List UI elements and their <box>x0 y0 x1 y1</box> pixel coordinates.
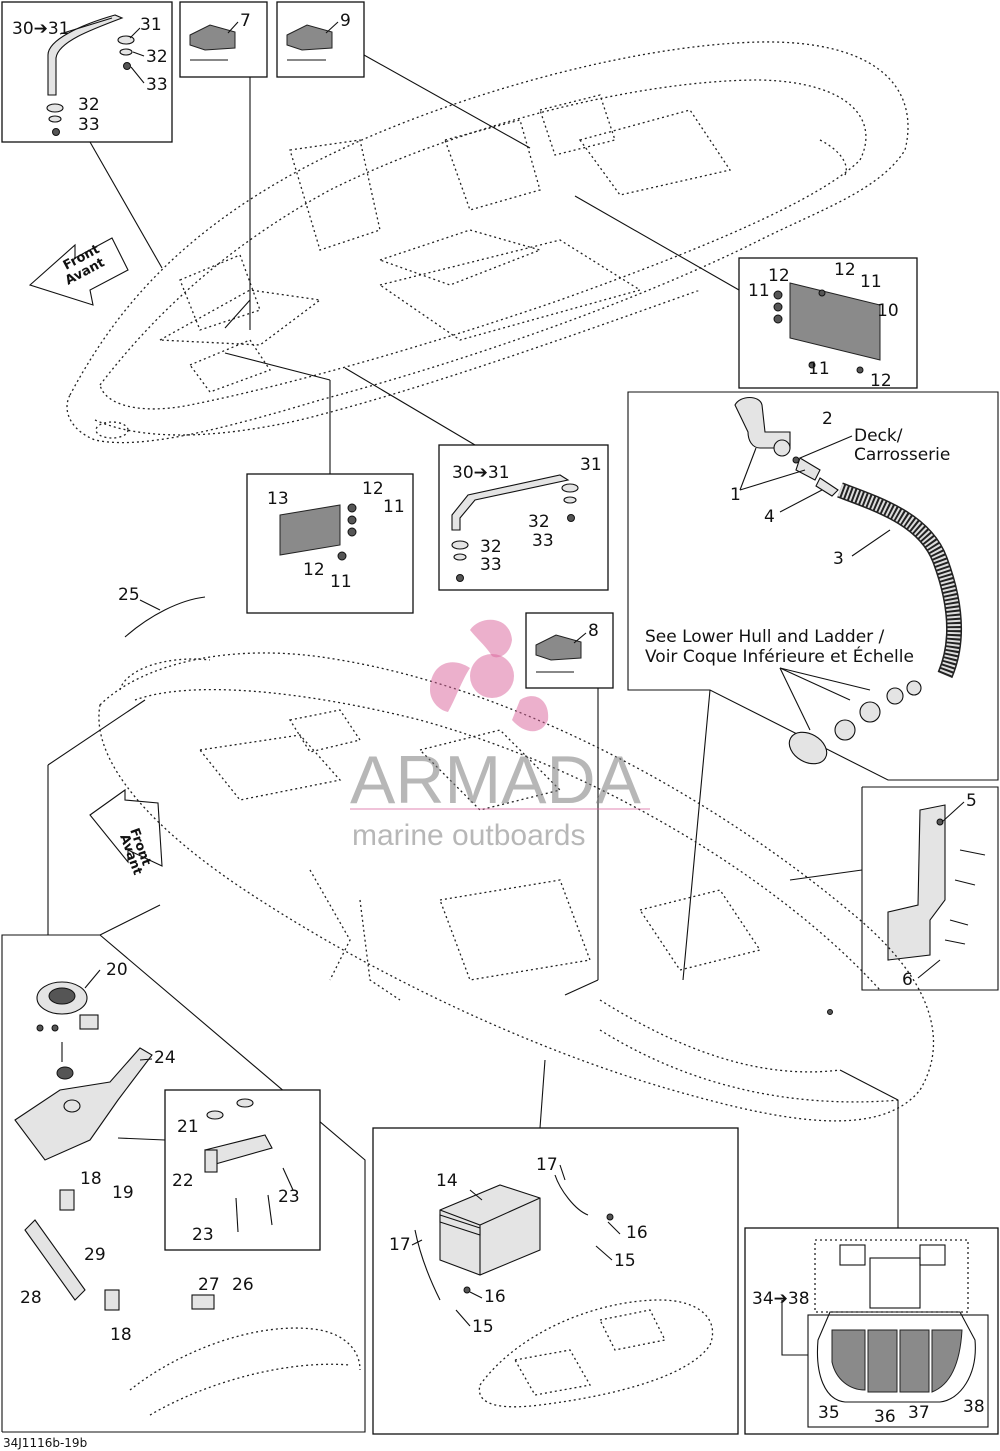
callout-23-b: 23 <box>192 1225 214 1245</box>
deck-upper-drawing <box>66 41 909 444</box>
callout-9: 9 <box>340 11 351 31</box>
callout-35: 35 <box>818 1403 840 1423</box>
callout-17-a: 17 <box>536 1155 558 1175</box>
callout-18-b: 18 <box>110 1325 132 1345</box>
callout-23-a: 23 <box>278 1187 300 1207</box>
detail-box-9: 9 <box>276 1 365 78</box>
callout-28: 28 <box>20 1288 42 1308</box>
callout-33-d: 33 <box>480 555 502 575</box>
front-arrow-upper: Front Avant <box>28 237 129 306</box>
callout-11-b: 11 <box>860 272 882 292</box>
watermark-brand: ARMADA <box>350 742 642 818</box>
callout-15-a: 15 <box>614 1251 636 1271</box>
callout-15-b: 15 <box>472 1317 494 1337</box>
callout-12-c: 12 <box>870 371 892 391</box>
callout-14: 14 <box>436 1171 458 1191</box>
callout-11-d: 11 <box>383 497 405 517</box>
watermark: ARMADA marine outboards <box>350 619 650 852</box>
callout-34-38: 34➔38 <box>752 1289 810 1309</box>
callout-32-d: 32 <box>480 537 502 557</box>
detail-box-handrail-lower: 30➔31 31 32 33 32 33 <box>438 444 609 591</box>
callout-6: 6 <box>902 970 913 990</box>
callout-17-b: 17 <box>389 1235 411 1255</box>
detail-box-handrail-upper: 30➔31 31 32 33 32 33 <box>1 1 173 143</box>
detail-box-side-panel: 5 6 <box>861 786 999 991</box>
detail-box-net-10: 12 11 12 11 10 11 12 <box>738 257 918 391</box>
callout-22: 22 <box>172 1171 194 1191</box>
callout-16-b: 16 <box>484 1287 506 1307</box>
detail-box-8: 8 <box>525 612 614 689</box>
callout-30-31-b: 30➔31 <box>452 463 510 483</box>
callout-12-e: 12 <box>303 560 325 580</box>
detail-box-swim-platform: 34➔38 35 36 37 38 <box>744 1227 999 1435</box>
callout-19: 19 <box>112 1183 134 1203</box>
watermark-tagline: marine outboards <box>352 819 585 852</box>
callout-11-a: 11 <box>748 281 770 301</box>
callout-31-a: 31 <box>140 15 162 35</box>
callout-32-b: 32 <box>78 95 100 115</box>
callout-27: 27 <box>198 1275 220 1295</box>
note-see-lower-hull: See Lower Hull and Ladder / <box>645 627 885 647</box>
callout-13: 13 <box>267 489 289 509</box>
callout-16-a: 16 <box>626 1223 648 1243</box>
callout-8: 8 <box>588 621 599 641</box>
callout-33-c: 33 <box>532 531 554 551</box>
callout-25: 25 <box>118 585 140 605</box>
deck-lower-drawing <box>98 652 934 1122</box>
callout-11-e: 11 <box>330 572 352 592</box>
callout-36: 36 <box>874 1407 896 1427</box>
callout-38: 38 <box>963 1397 985 1417</box>
callout-20: 20 <box>106 960 128 980</box>
note-voir-coque: Voir Coque Inférieure et Échelle <box>645 645 914 667</box>
callout-30-31-a: 30➔31 <box>12 19 70 39</box>
callout-10: 10 <box>877 301 899 321</box>
callout-12-b: 12 <box>834 260 856 280</box>
callout-11-c: 11 <box>808 359 830 379</box>
callout-29: 29 <box>84 1245 106 1265</box>
detail-box-7: 7 <box>179 1 268 78</box>
callout-1: 1 <box>730 485 741 505</box>
callout-32-c: 32 <box>528 512 550 532</box>
detail-box-net-13: 13 12 11 12 11 <box>246 473 414 614</box>
callout-2: 2 <box>822 409 833 429</box>
note-carrosserie: Carrosserie <box>854 445 950 465</box>
callout-33-a: 33 <box>146 75 168 95</box>
callout-24: 24 <box>154 1048 176 1068</box>
callout-26: 26 <box>232 1275 254 1295</box>
callout-4: 4 <box>764 507 775 527</box>
callout-12-d: 12 <box>362 479 384 499</box>
callout-12-a: 12 <box>768 266 790 286</box>
callout-5: 5 <box>966 791 977 811</box>
detail-box-latch: 21 22 23 23 <box>164 1089 321 1251</box>
note-deck: Deck/ <box>854 426 903 446</box>
callout-18-a: 18 <box>80 1169 102 1189</box>
callout-32-a: 32 <box>146 47 168 67</box>
detail-box-cooler: 14 17 16 15 17 16 15 <box>372 1127 739 1435</box>
callout-33-b: 33 <box>78 115 100 135</box>
detail-box-drain: 2 1 4 3 Deck/ Carrosserie See Lower Hull… <box>627 391 999 781</box>
detail-box-speaker-panel: 20 24 18 19 29 28 18 27 26 <box>1 934 366 1433</box>
callout-37: 37 <box>908 1403 930 1423</box>
callout-3: 3 <box>833 549 844 569</box>
callout-7: 7 <box>240 11 251 31</box>
figure-code: 34J1116b-19b <box>3 1436 87 1450</box>
callout-21: 21 <box>177 1117 199 1137</box>
callout-31-b: 31 <box>580 455 602 475</box>
front-arrow-lower: Front Avant <box>89 788 163 877</box>
watermark-logo <box>430 619 549 732</box>
